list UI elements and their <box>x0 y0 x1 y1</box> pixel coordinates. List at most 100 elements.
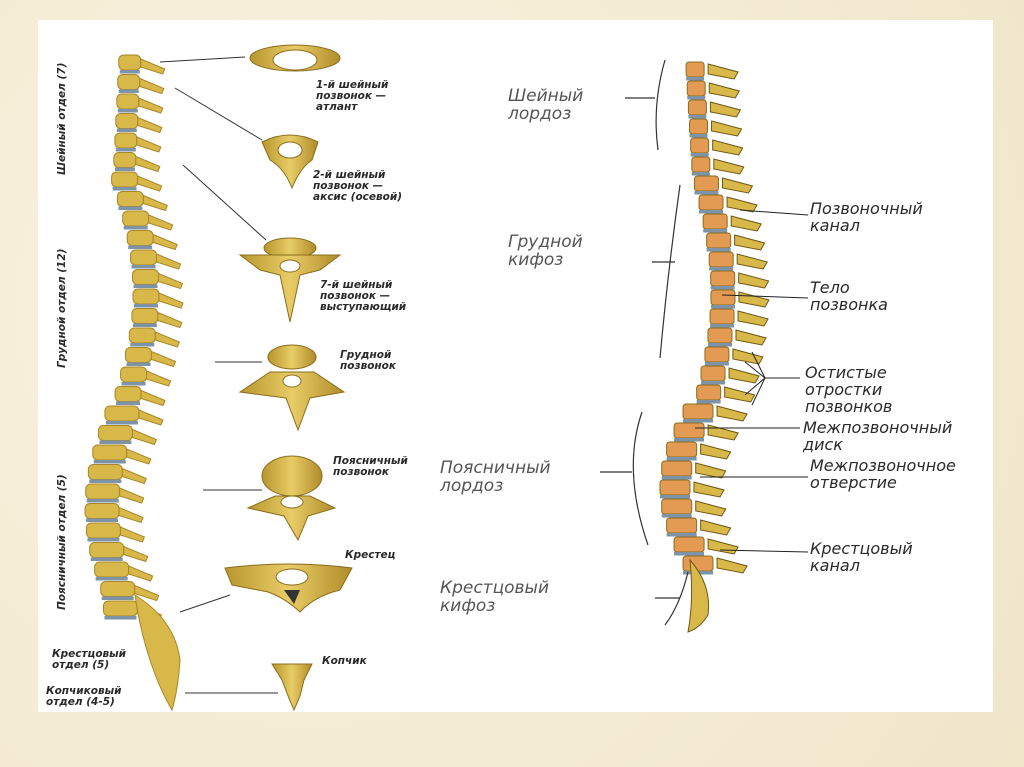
vertebral-body-section <box>708 251 734 268</box>
sacral-canal-label: Крестцовый канал <box>810 539 913 575</box>
vertebral-body <box>126 230 154 246</box>
left-leader-lines <box>159 56 278 694</box>
lumbar-vertebra-label: Поясничный позвонок <box>333 455 408 479</box>
axis-vertebra <box>261 134 319 190</box>
intervertebral-disc-section <box>688 115 707 119</box>
spinous-process-section <box>737 310 769 327</box>
spinous-process <box>157 311 183 329</box>
vertebral-body <box>100 581 136 597</box>
thoracic-region-label: Грудной отдел (12) <box>56 248 68 368</box>
thoracic-vertebra <box>238 344 346 432</box>
spinous-process-section <box>738 291 770 308</box>
spinous-process-section <box>716 405 748 422</box>
intervertebral-disc <box>118 89 139 93</box>
sacrum-label: Крестец <box>345 549 396 561</box>
vertebral-body <box>118 54 142 71</box>
vertebral-body <box>84 503 120 519</box>
intervertebral-disc-label: Межпозвоночный диск <box>803 418 953 454</box>
vertebral-body-section <box>686 80 706 97</box>
spinous-process-section <box>732 348 764 365</box>
spinous-process-section <box>730 215 762 232</box>
spinous-process <box>158 292 184 309</box>
vertebral-body <box>85 522 121 539</box>
intervertebral-disc-section <box>709 267 734 271</box>
spinous-process <box>119 487 145 504</box>
vertebral-body-section <box>682 555 714 572</box>
intervertebral-disc-section <box>689 134 708 138</box>
vertebral-body-section <box>687 99 707 116</box>
spinous-process-section <box>700 519 732 536</box>
intervertebral-disc <box>95 577 128 581</box>
spinous-process <box>138 409 164 426</box>
spinous-process <box>126 448 152 465</box>
spinous-process-section <box>709 101 742 118</box>
coccyx-bone <box>271 663 313 712</box>
vertebral-body-section <box>710 289 736 306</box>
intervertebral-disc <box>99 440 132 444</box>
spinous-process-section <box>695 500 727 517</box>
spinous-process-section <box>711 120 743 137</box>
spinous-process-section <box>712 139 744 156</box>
intervertebral-disc-section <box>699 210 724 214</box>
vertebral-body <box>113 152 137 168</box>
vertebral-body <box>116 93 140 110</box>
lumbar-lordosis-label: Поясничный лордоз <box>440 458 551 496</box>
vertebral-body-section <box>700 365 726 382</box>
atlas-vertebra <box>249 44 341 72</box>
spinous-process <box>136 136 162 153</box>
vertebral-body-section <box>707 327 733 344</box>
intervertebral-disc-section <box>691 172 710 176</box>
vertebral-body-section <box>693 175 719 192</box>
intervertebral-disc-section <box>683 419 714 423</box>
intervertebral-disc-section <box>701 381 726 385</box>
intervertebral-disc <box>116 128 137 132</box>
vertebral-body <box>89 542 125 558</box>
spinous-process-section <box>738 272 770 289</box>
intervertebral-disc <box>128 245 153 249</box>
intervertebral-disc-section <box>696 400 721 404</box>
spinous-process-section <box>736 253 768 270</box>
vertebral-body <box>132 288 160 305</box>
axis-label: 2-й шейный позвонок — аксис (осевой) <box>313 169 403 204</box>
vertebral-body-section <box>704 346 730 363</box>
vertebral-body <box>132 269 160 285</box>
vertebral-body <box>102 600 138 617</box>
c7-label: 7-й шейный позвонок — выступающий <box>320 279 407 314</box>
intervertebral-disc-section <box>704 362 729 366</box>
thoracic-kyphosis-label: Грудной кифоз <box>508 232 583 270</box>
spinous-process-section <box>734 234 766 251</box>
right-spine-section <box>659 61 770 633</box>
spinous-process-section <box>716 557 748 574</box>
vertebral-body-section <box>685 61 705 78</box>
spinous-process <box>154 331 180 348</box>
cervical-region-label: Шейный отдел (7) <box>56 62 68 175</box>
vertebral-body-section <box>690 137 710 154</box>
vertebral-body-section <box>698 194 724 211</box>
vertebral-body-section <box>689 118 709 135</box>
intervertebral-disc <box>114 167 135 171</box>
vertebral-body <box>131 308 159 324</box>
spinous-process-section <box>721 177 754 194</box>
spinous-process <box>118 506 144 524</box>
spinous-process <box>131 428 158 446</box>
coccygeal-region-label: Копчиковый отдел (4-5) <box>46 685 122 709</box>
vertebral-body <box>128 327 156 344</box>
spinous-process <box>123 545 149 563</box>
coccyx-label: Копчик <box>322 655 367 667</box>
vertebral-body-section <box>702 213 728 230</box>
sacrum-section <box>687 558 710 633</box>
spinous-process <box>152 233 178 251</box>
spinous-process <box>150 350 177 368</box>
spinous-process <box>137 175 163 192</box>
vertebral-body-section <box>666 517 698 534</box>
spinous-process <box>139 77 165 95</box>
thoracic-vertebra-label: Грудной позвонок <box>340 349 397 373</box>
vertebral-body-section <box>706 232 732 249</box>
vertebral-body <box>130 249 158 266</box>
vertebral-body <box>104 405 140 422</box>
vertebral-body <box>117 74 141 90</box>
vertebral-body <box>111 171 139 188</box>
left-spine-column <box>84 54 184 712</box>
spinal-canal-label: Позвоночный канал <box>810 199 923 235</box>
intervertebral-disc-section <box>703 229 728 233</box>
